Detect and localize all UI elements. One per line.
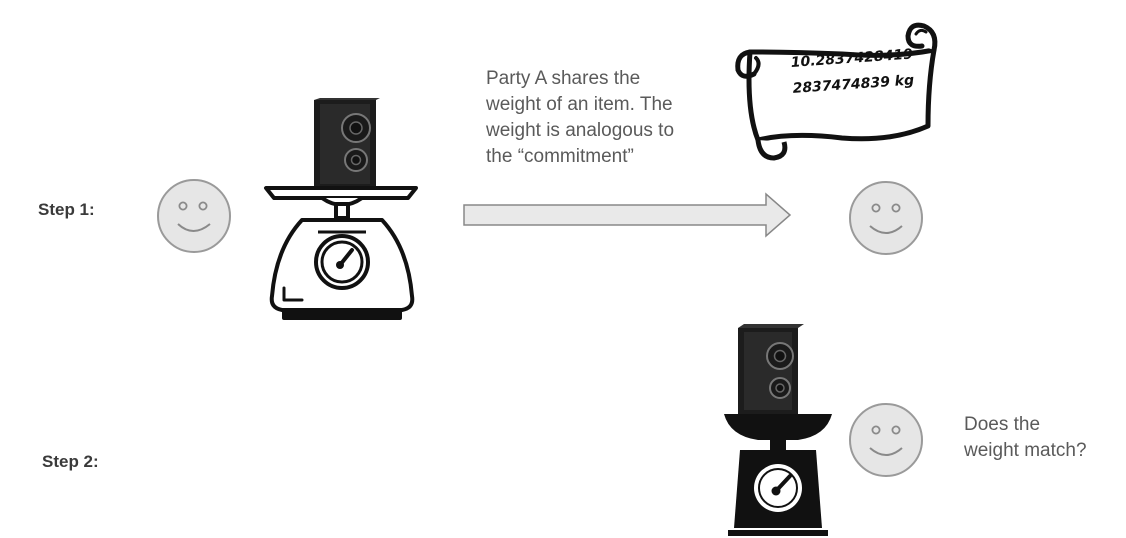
caption-line: the “commitment” bbox=[486, 144, 674, 170]
caption-line: weight of an item. The bbox=[486, 92, 674, 118]
step-2-label: Step 2: bbox=[42, 452, 99, 472]
arrow-right-icon bbox=[462, 192, 792, 238]
caption-line: Party A shares the bbox=[486, 66, 674, 92]
question-line: Does the bbox=[964, 412, 1087, 438]
kitchen-scale-icon bbox=[266, 188, 416, 318]
party-b-smiley-face-icon bbox=[848, 180, 926, 258]
question-line: weight match? bbox=[964, 438, 1087, 464]
caption-line: weight is analogous to bbox=[486, 118, 674, 144]
scroll-weight-value: 10.2837428419 2837474839 kg bbox=[790, 41, 916, 101]
party-a-smiley-face-icon bbox=[156, 178, 234, 258]
step-1-label: Step 1: bbox=[38, 200, 95, 220]
verifier-smiley-face-icon bbox=[848, 402, 926, 482]
step-1-scale-group bbox=[262, 98, 422, 324]
commitment-caption: Party A shares the weight of an item. Th… bbox=[486, 66, 674, 170]
speaker-icon bbox=[738, 324, 804, 414]
speaker-icon bbox=[314, 98, 380, 188]
step-2-scale-group bbox=[722, 324, 834, 536]
weight-match-question: Does the weight match? bbox=[964, 412, 1087, 464]
kitchen-scale-icon bbox=[724, 414, 832, 536]
